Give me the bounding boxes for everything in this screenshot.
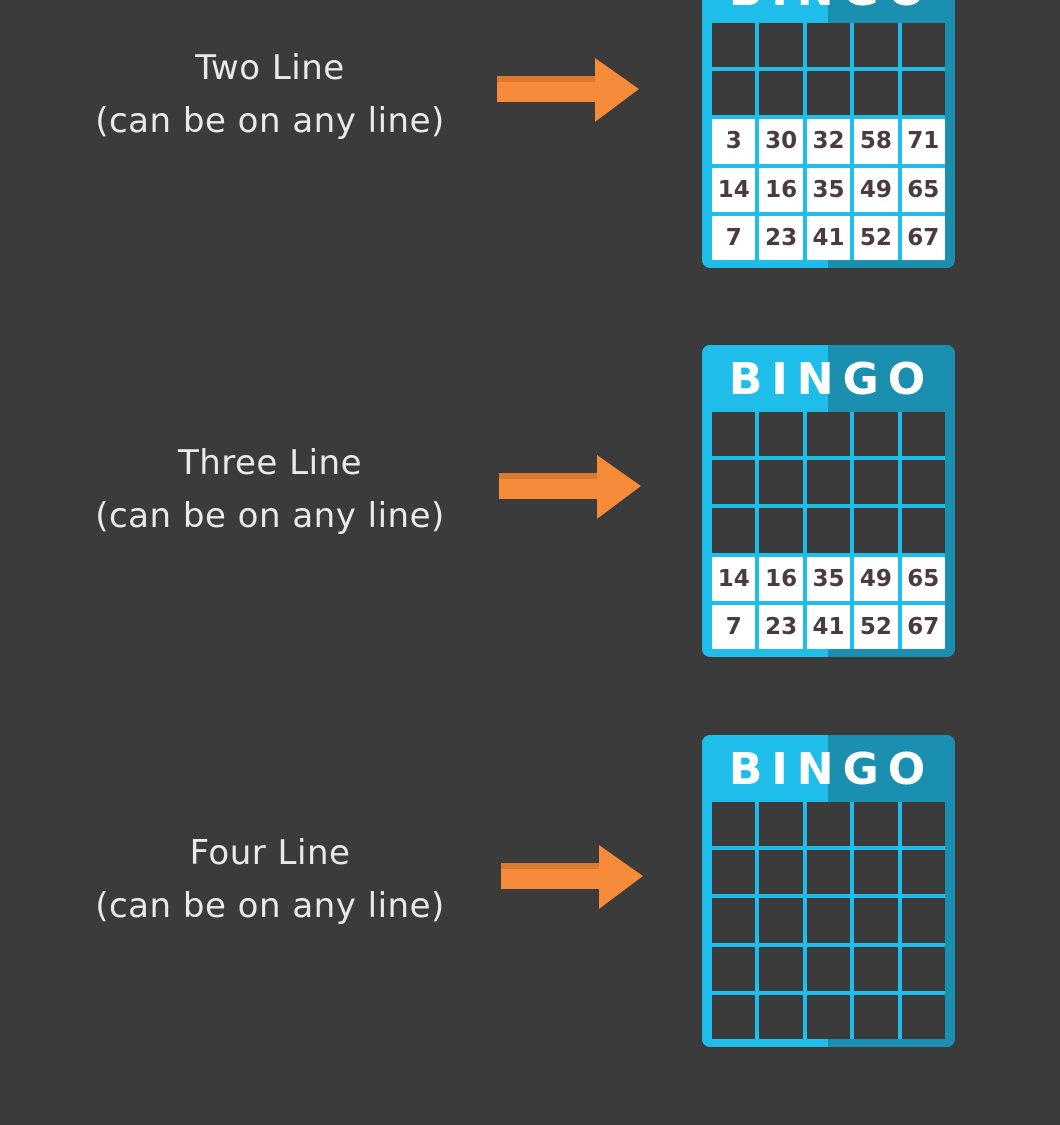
bingo-number-cell: 52 [854,604,898,649]
bingo-empty-cell [901,460,945,505]
bingo-empty-cell [806,23,851,68]
bingo-empty-cell [854,898,898,943]
bingo-empty-cell [901,412,945,457]
bingo-number-cell: 14 [712,556,756,601]
bingo-number-cell: 30 [759,119,803,164]
bingo-number-cell: 71 [901,119,945,164]
bingo-empty-cell [712,508,756,553]
bingo-empty-cell [712,23,756,68]
bingo-empty-cell [759,802,803,847]
pattern-subtitle: (can be on any line) [95,101,445,141]
bingo-empty-cell [712,994,756,1039]
bingo-empty-cell [806,898,851,943]
bingo-empty-cell [806,850,851,895]
pattern-title: Two Line [195,48,345,88]
bingo-empty-cell [759,412,803,457]
bingo-number-cell: 23 [759,215,803,260]
bingo-empty-cell [854,994,898,1039]
bingo-empty-cell [806,946,851,991]
bingo-empty-cell [759,946,803,991]
bingo-number-cell: 65 [901,167,945,212]
section-two-line: Two Line(can be on any line) BINGO330325… [0,0,1060,346]
bingo-empty-cell [806,412,851,457]
pattern-label: Four Line (can be on any line) [40,827,500,933]
bingo-number-cell: 67 [901,215,945,260]
bingo-empty-cell [712,802,756,847]
arrow-right-icon [497,58,639,122]
bingo-empty-cell [712,412,756,457]
bingo-number-cell: 14 [712,167,756,212]
bingo-empty-cell [759,508,803,553]
pattern-subtitle: (can be on any line) [95,496,445,536]
bingo-empty-cell [806,508,851,553]
pattern-subtitle: (can be on any line) [95,886,445,926]
bingo-empty-cell [712,850,756,895]
bingo-number-cell: 35 [806,167,851,212]
bingo-empty-cell [712,460,756,505]
bingo-number-cell: 41 [806,215,851,260]
bingo-empty-cell [854,850,898,895]
bingo-empty-cell [806,994,851,1039]
bingo-empty-cell [901,71,945,116]
pattern-label: Three Line (can be on any line) [40,437,500,543]
bingo-empty-cell [901,850,945,895]
bingo-empty-cell [759,71,803,116]
pattern-title: Three Line [177,443,363,483]
arrow-right-icon [501,845,643,909]
bingo-empty-cell [759,898,803,943]
bingo-card: BINGO [702,735,955,1047]
bingo-empty-cell [854,460,898,505]
bingo-number-cell: 7 [712,215,756,260]
bingo-empty-cell [901,508,945,553]
bingo-empty-cell [712,71,756,116]
bingo-empty-cell [806,71,851,116]
bingo-empty-cell [759,460,803,505]
bingo-number-cell: 65 [901,556,945,601]
bingo-empty-cell [854,71,898,116]
bingo-number-cell: 41 [806,604,851,649]
bingo-empty-cell [759,23,803,68]
bingo-number-cell: 7 [712,604,756,649]
bingo-number-cell: 3 [712,119,756,164]
pattern-label: Two Line (can be on any line) [40,42,500,148]
bingo-empty-cell [854,23,898,68]
bingo-number-cell: 58 [854,119,898,164]
bingo-empty-cell [712,946,756,991]
bingo-grid [712,802,945,1039]
bingo-card-title: BINGO [702,0,955,16]
bingo-empty-cell [901,23,945,68]
bingo-empty-cell [901,946,945,991]
bingo-empty-cell [854,802,898,847]
bingo-number-cell: 67 [901,604,945,649]
bingo-empty-cell [806,460,851,505]
bingo-empty-cell [759,994,803,1039]
bingo-number-cell: 52 [854,215,898,260]
bingo-empty-cell [806,802,851,847]
bingo-number-cell: 16 [759,167,803,212]
section-four-line: Four Line (can be on any line) BINGO [0,735,1060,1125]
bingo-empty-cell [759,850,803,895]
bingo-number-cell: 35 [806,556,851,601]
bingo-number-cell: 16 [759,556,803,601]
bingo-empty-cell [901,802,945,847]
bingo-empty-cell [901,898,945,943]
bingo-number-cell: 32 [806,119,851,164]
bingo-empty-cell [712,898,756,943]
bingo-empty-cell [901,994,945,1039]
bingo-empty-cell [854,508,898,553]
bingo-number-cell: 49 [854,556,898,601]
bingo-card-title: BINGO [728,354,935,405]
bingo-card-title: BINGO [728,744,935,795]
arrow-right-icon [499,455,641,519]
bingo-empty-cell [854,412,898,457]
bingo-number-cell: 49 [854,167,898,212]
pattern-title: Four Line [189,833,351,873]
bingo-number-cell: 23 [759,604,803,649]
bingo-empty-cell [854,946,898,991]
